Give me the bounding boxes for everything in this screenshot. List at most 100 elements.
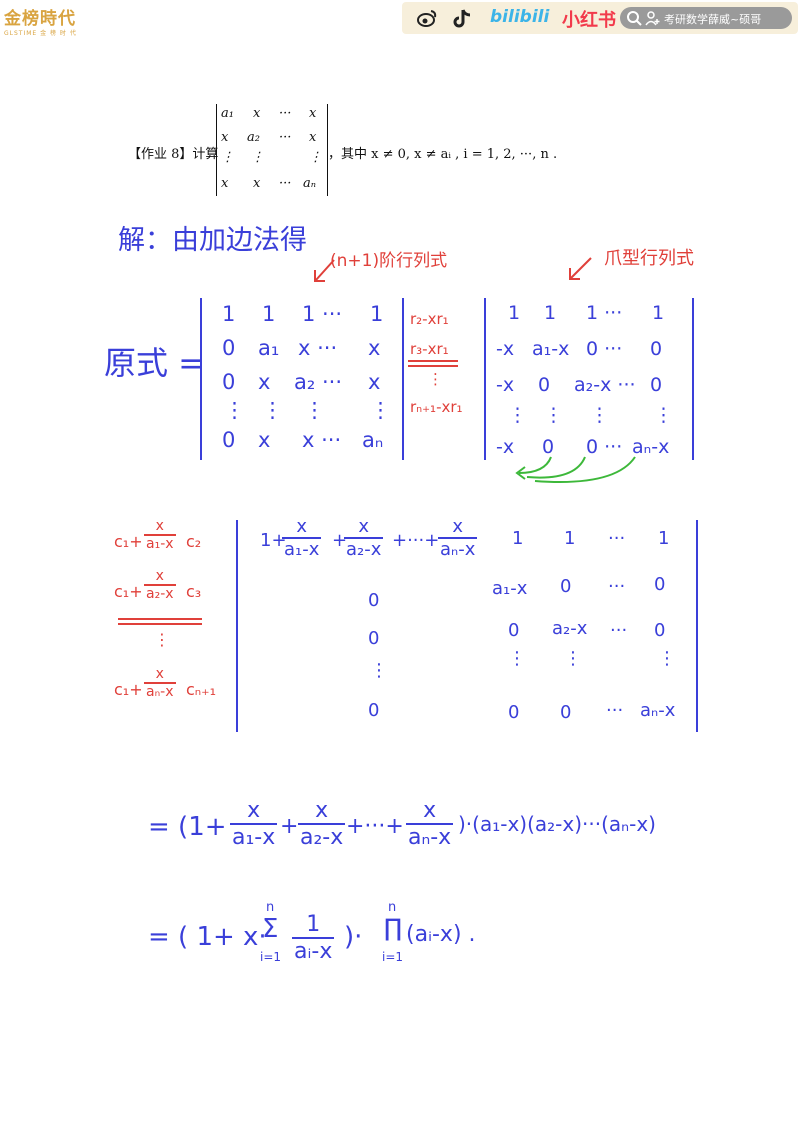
matrix-cell: 1 [512,528,524,549]
search-icon [627,11,642,26]
matrix-cell: x [221,176,229,191]
matrix-cell: 1 [508,302,521,324]
matrix-cell: a₁-x [492,578,528,599]
matrix-cell: ··· [279,106,292,121]
col-op-fraction: x a₂-x [144,568,176,602]
matrix-cell: -x [496,374,515,396]
matrix-cell: ⋮ [309,150,322,165]
product-upper-limit: n [388,900,397,915]
fraction: x a₁-x [282,516,322,560]
col-op-suffix: cₙ₊₁ [186,680,217,699]
arrow-icon [314,259,335,282]
matrix-cell: a₂ ··· [294,370,342,394]
douyin-icon[interactable] [452,8,474,28]
matrix-cell: aₙ [303,176,317,191]
problem-condition: ，其中 x ≠ 0, x ≠ aᵢ , i = 1, 2, ···, n . [328,147,558,162]
plus-sign: + [332,530,348,551]
matrix-cell: +···+ [392,530,440,551]
matrix-cell: 0 [560,576,572,597]
col-op-prefix: c₁+ [114,680,143,699]
matrix-cell: ⋮ [658,648,676,669]
fraction-numerator: x [344,516,384,539]
matrix-cell: -x [496,436,515,458]
matrix-cell: x [258,370,271,394]
search-box[interactable]: 考研数学薛威~硕哥 [620,7,792,29]
equation-start: = ( 1+ x· [148,922,267,952]
matrix-cell: ⋮ [221,150,234,165]
bilibili-logo[interactable]: bilibili [490,7,550,27]
equals-rule [408,365,458,367]
matrix-cell: ⋮ [654,404,673,426]
weibo-icon[interactable] [416,8,438,28]
row-op: ⋮ [428,370,443,388]
sum-symbol: Σ [262,914,279,944]
determinant-triangular: 1+ x a₁-x + x a₂-x +···+ x aₙ-x 1 1 ··· … [236,516,698,732]
matrix-cell: x [253,106,261,121]
matrix-cell: 0 [538,374,551,396]
equals-rule [408,360,458,362]
result-line-1: = (1+ x a₁-x + x a₂-x +···+ x aₙ-x )·(a₁… [148,798,708,858]
plus-sign: + [280,814,299,839]
matrix-cell: 0 ··· [586,436,623,458]
matrix-cell: 1 [564,528,576,549]
matrix-cell: 0 [650,338,663,360]
fraction-denominator: a₂-x [300,825,344,850]
matrix-cell: x [258,428,271,452]
matrix-cell: aₙ [362,428,384,452]
matrix-cell: x ··· [302,428,342,452]
sum-upper-limit: n [266,900,275,915]
product-factors: )·(a₁-x)(a₂-x)···(aₙ-x) [458,812,656,836]
problem-label: 【作业 8】计算 [128,147,219,162]
equals-rule [118,618,202,620]
matrix-cell: ⋮ [508,648,526,669]
xiaohongshu-logo[interactable]: 小红书 [562,10,616,31]
fraction-denominator: aᵢ-x [294,939,333,964]
matrix-cell: x [368,370,381,394]
fraction-numerator: x [298,798,346,825]
matrix-cell: ⋮ [251,150,264,165]
matrix-cell: a₁ [221,106,234,121]
user-add-icon [645,11,660,26]
matrix-cell: a₁ [258,336,280,360]
matrix-cell: ⋮ [590,404,609,426]
matrix-cell: ⋮ [544,404,563,426]
col-op-prefix: c₁+ [114,532,143,551]
fraction: x a₂-x [298,798,346,850]
matrix-cell: 0 [508,702,520,723]
matrix-cell: 0 [650,374,663,396]
row-op: r₃-xr₁ [410,340,449,358]
brand-logo: 金榜時代 GLSTIME 金 榜 时 代 [4,4,114,38]
matrix-cell: 1 ··· [302,302,343,326]
arrow-icon [569,257,592,280]
matrix-cell: 0 [368,628,380,649]
problem-statement: 【作业 8】计算 a₁ x ··· x x a₂ ··· x ⋮ ⋮ ⋮ x x… [128,100,728,200]
matrix-cell: 1+ [260,530,287,551]
column-operations: c₁+ x a₁-x c₂ c₁+ x a₂-x c₃ ⋮ c₁+ x aₙ-x… [114,518,224,718]
matrix-cell: ··· [608,528,626,549]
matrix-cell: ··· [608,576,626,597]
matrix-cell: ··· [279,176,292,191]
matrix-cell: aₙ-x [632,436,670,458]
fraction-numerator: x [406,798,454,825]
col-op-fraction: x a₁-x [144,518,176,552]
matrix-cell: a₂ [247,130,260,145]
determinant-bordered: 1 1 1 ··· 1 0 a₁ x ··· x 0 x a₂ ··· x ⋮ … [200,298,404,460]
matrix-cell: ⋮ [224,398,245,422]
matrix-cell: ⋮ [370,660,388,681]
fraction-numerator: x [144,518,176,536]
matrix-cell: -x [496,338,515,360]
multiply-dot: )· [344,922,363,952]
fraction-denominator: a₁-x [146,536,174,552]
order-note: (n+1)阶行列式 [330,251,448,271]
fraction: x a₁-x [230,798,278,850]
social-bar: bilibili 小红书 考研数学薛威~硕哥 [402,2,798,34]
matrix-cell: x [309,106,317,121]
fraction-numerator: x [438,516,478,539]
product-term: (aᵢ-x) . [406,922,476,947]
fraction-numerator: x [144,568,176,586]
matrix-cell: ··· [279,130,292,145]
solution-intro: 解：由加边法得 [118,225,307,256]
col-op-fraction: x aₙ-x [144,666,176,700]
matrix-cell: ⋮ [304,398,325,422]
fraction-numerator: x [282,516,322,539]
